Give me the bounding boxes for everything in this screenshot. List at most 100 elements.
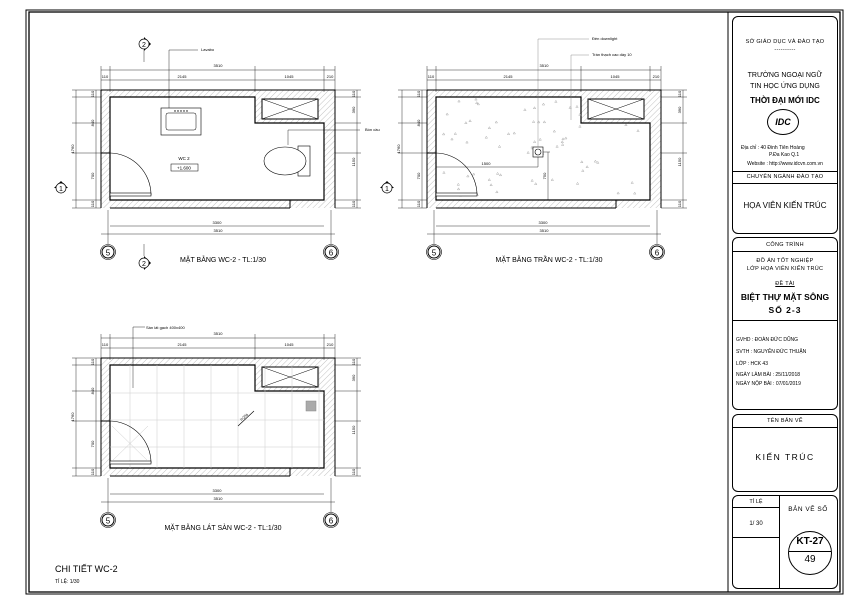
ceiling-speckle	[576, 181, 580, 185]
slope-label: i=2%	[239, 412, 249, 422]
ceiling-speckle	[568, 105, 572, 109]
dim-right-segment: 1150	[677, 157, 682, 166]
dim-top-segment: 2145	[504, 74, 514, 79]
grid-bubble-6-inner	[650, 245, 664, 259]
ceiling-speckle	[523, 108, 527, 111]
grid-bubble-5-label: 5	[106, 249, 111, 258]
dim-top-segment: 110	[102, 74, 109, 79]
level-box	[170, 163, 199, 172]
ceiling-speckle	[560, 140, 564, 143]
dim-left-segment: 700	[90, 440, 95, 447]
ceiling-speckle	[630, 181, 634, 184]
ceiling-speckle	[624, 123, 628, 126]
ceiling-speckle	[442, 170, 446, 174]
dim-top-segment: 1045	[285, 74, 295, 79]
dim-right-segment: 110	[351, 200, 356, 207]
ceiling-speckle	[564, 136, 568, 140]
dim-top-segment: 110	[428, 74, 435, 79]
plan-title: MẶT BẰNG WC-2 - TL:1/30	[180, 255, 266, 264]
date-submit: NGÀY NỘP BÀI : 07/01/2019	[736, 381, 801, 387]
ceiling-speckle	[468, 119, 472, 122]
ceiling-speckle	[533, 140, 537, 143]
address-line-2: P.Đa Kao Q.1	[769, 152, 800, 158]
dim-left-segment: 840	[90, 387, 95, 394]
lavabo	[160, 107, 202, 136]
grid-bubble-6-label: 6	[329, 517, 334, 526]
major-name: HỌA VIÊN KIẾN TRÚC	[743, 201, 827, 210]
dim-top-segment: 210	[327, 342, 334, 347]
inner-frame	[28, 11, 841, 593]
ceiling-speckle	[633, 191, 637, 195]
ceiling-speckle	[550, 178, 554, 181]
dim-height: 1760	[70, 412, 75, 422]
section-1-marker	[381, 182, 393, 194]
room-outline	[109, 364, 325, 469]
grid-bubble-6	[323, 244, 339, 260]
detail-scale: TỈ LỆ: 1/30	[55, 577, 80, 585]
ceiling-speckle	[475, 101, 479, 104]
dim-top-segment: 210	[653, 74, 660, 79]
project-box: CÔNG TRÌNH ĐỒ ÁN TỐT NGHIỆP LỚP HỌA VIÊN…	[732, 237, 838, 410]
dim-left-segment: 110	[90, 200, 95, 207]
door-leaf	[435, 192, 478, 197]
dim-top-segment: 1045	[285, 342, 295, 347]
grid-bubble-6-label: 6	[655, 249, 660, 258]
door-leaf	[109, 192, 152, 197]
sheet-code: KT-27	[796, 536, 824, 547]
door-leaf	[109, 460, 152, 465]
ceiling-speckle	[496, 171, 500, 175]
grid-bubble-5	[100, 512, 116, 528]
ceiling-speckle	[472, 172, 476, 176]
outer-frame	[25, 9, 844, 595]
detail-title: CHI TIẾT WC-2	[55, 564, 118, 574]
dim-left-segment: 110	[90, 90, 95, 97]
dim-right-segment: 390	[351, 106, 356, 113]
section-2-bottom-label: 2	[142, 261, 146, 268]
svth: SVTH : NGUYỄN ĐỨC THUẬN	[736, 349, 807, 355]
door-swing-arc	[109, 420, 152, 464]
dim-overall-top: 3510	[540, 63, 550, 68]
ceiling-speckle	[487, 126, 491, 129]
dim-top-segment: 210	[327, 74, 334, 79]
plan-title: MẶT BẰNG TRẦN WC-2 - TL:1/30	[496, 254, 603, 264]
slope-arrow	[237, 410, 255, 427]
ceiling-speckle	[534, 182, 538, 185]
dim-right-segment: 1150	[351, 157, 356, 166]
dim-left-segment: 110	[90, 358, 95, 365]
ceiling-speckle	[585, 165, 589, 168]
lop: LỚP : HCK 43	[736, 361, 768, 367]
shaft-cross	[261, 366, 319, 388]
ceiling-speckle	[530, 178, 534, 182]
project-line-1: ĐỒ ÁN TỐT NGHIỆP	[756, 258, 814, 264]
lavabo-dot	[174, 110, 176, 112]
ceiling-speckle	[456, 182, 460, 186]
grid-bubble-6-inner	[324, 513, 338, 527]
ceiling-speckle	[450, 137, 454, 141]
ceiling-speckle	[442, 132, 446, 136]
section-2-top-label: 2	[142, 42, 146, 49]
lavabo-dot	[183, 110, 185, 112]
dim-top-segment: 1045	[611, 74, 621, 79]
ceiling-speckle	[555, 144, 559, 148]
school-line-3: THỜI ĐẠI MỚI IDC	[750, 96, 820, 105]
dim-right-segment: 110	[351, 358, 356, 365]
ceiling-speckle	[593, 159, 597, 163]
dim-left-segment: 700	[416, 172, 421, 179]
dim-top-segment: 110	[102, 342, 109, 347]
ceiling-speckle	[494, 120, 498, 124]
drawing-name-box: TÊN BẢN VẼ KIẾN TRÚC	[732, 414, 838, 492]
scale-label: TỈ LỆ	[749, 499, 763, 505]
dim-overall-bottom: 3510	[214, 228, 224, 233]
topic-label: ĐỀ TÀI	[775, 281, 795, 287]
door-swing-arc	[109, 152, 152, 196]
dim-right-segment: 1150	[351, 425, 356, 434]
ceiling-speckle	[487, 178, 491, 181]
major-label: CHUYÊN NGÀNH ĐÀO TẠO	[746, 174, 824, 180]
date-start: NGÀY LÀM BÀI : 25/11/2018	[736, 372, 801, 378]
ceiling-speckle	[530, 145, 534, 149]
dim-overall-top: 3510	[214, 331, 224, 336]
ceiling-speckle	[489, 183, 493, 186]
grid-bubble-5-label: 5	[432, 249, 437, 258]
